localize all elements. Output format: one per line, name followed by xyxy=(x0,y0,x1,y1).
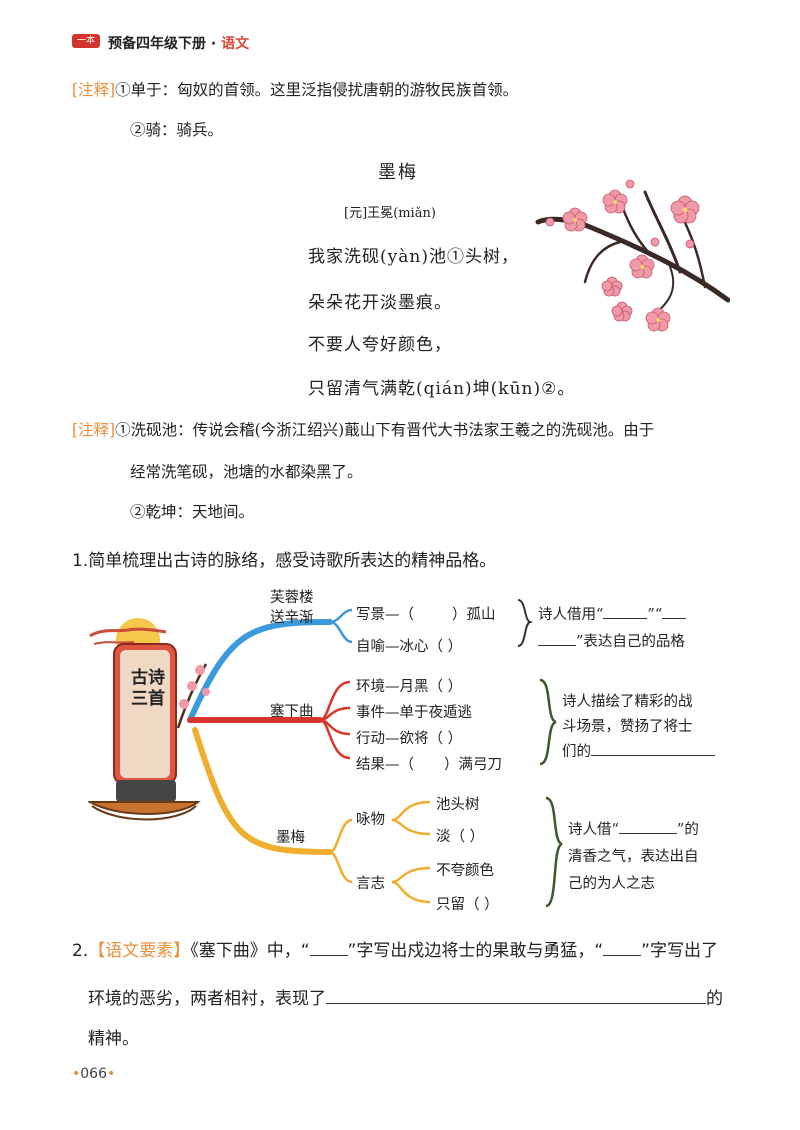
poem-line: 我家洗砚(yàn)池①头树， xyxy=(308,247,519,267)
answer-blank[interactable] xyxy=(309,941,348,956)
poem-title: 墨梅 xyxy=(378,162,418,183)
page-number-text: 066 xyxy=(80,1066,107,1082)
poem-author: [元]王冕(miǎn) xyxy=(344,206,436,221)
poem-line: 朵朵花开淡墨痕。 xyxy=(308,293,452,313)
comment-text: ”“ xyxy=(647,607,663,623)
plum-blossom-illustration xyxy=(535,179,730,332)
note-line: [注释]①单于：匈奴的首领。这里泛指侵扰唐朝的游牧民族首领。 xyxy=(72,78,518,100)
branch-sub: 咏物 xyxy=(356,812,385,828)
question-2: 2.【语文要素】《塞下曲》中，“ ”字写出戍边将士的果敢与勇猛，“ ”字写出了 xyxy=(72,936,718,961)
branch-leaf: 只留（ ） xyxy=(436,897,499,913)
leaf-text: 写景—（ xyxy=(356,607,414,623)
branch-comment: 诗人借“ ”的 xyxy=(568,818,699,839)
question-number: 2. xyxy=(72,941,89,961)
answer-blank[interactable] xyxy=(618,819,677,834)
page-number: •066• xyxy=(72,1066,115,1082)
branch-leaf: 自喻—冰心（ ） xyxy=(356,639,463,655)
branch-title: 墨梅 xyxy=(276,830,305,846)
branch-leaf: 不夸颜色 xyxy=(436,863,494,879)
scroll-illustration xyxy=(88,618,210,821)
branch-title: 塞下曲 xyxy=(270,704,314,720)
question-text: ”字写出戍边将士的果敢与勇猛，“ xyxy=(347,941,604,961)
branch-title: 芙蓉楼 xyxy=(270,590,314,606)
book-title: 预备四年级下册 xyxy=(108,36,206,52)
note-line: [注释]①洗砚池：传说会稽(今浙江绍兴)蕺山下有晋代大书法家王羲之的洗砚池。由于 xyxy=(72,418,654,440)
leaf-text: 结果—（ xyxy=(356,757,414,773)
poem-line: 只留清气满乾(qián)坤(kūn)②。 xyxy=(308,379,576,399)
leaf-text: ）满弓刀 xyxy=(444,757,502,773)
comment-text: 们的 xyxy=(562,744,591,760)
comment-text: ”表达自己的品格 xyxy=(576,634,685,650)
answer-blank[interactable] xyxy=(591,741,715,756)
note-line: ②乾坤：天地间。 xyxy=(130,503,255,521)
note-text: ①洗砚池：传说会稽(今浙江绍兴)蕺山下有晋代大书法家王羲之的洗砚池。由于 xyxy=(115,421,655,439)
answer-blank[interactable] xyxy=(603,941,642,956)
branch-comment: 们的 xyxy=(562,740,715,761)
header-badge: 一本 xyxy=(72,34,100,48)
question-tag: 【语文要素】 xyxy=(88,941,191,961)
answer-blank[interactable] xyxy=(603,604,648,619)
leaf-text: ）孤山 xyxy=(452,607,496,623)
branch-comment: 己的为人之志 xyxy=(568,876,655,892)
branch-leaf: 池头树 xyxy=(436,797,480,813)
branch-comment: 诗人描绘了精彩的战 xyxy=(562,694,693,710)
answer-blank[interactable] xyxy=(538,631,576,646)
note-tag: [注释] xyxy=(72,81,116,99)
branch-comment: 斗场景，赞扬了将士 xyxy=(562,719,693,735)
poem-line: 不要人夸好颜色， xyxy=(308,335,452,355)
branch-comment: 清香之气，表达出自 xyxy=(568,849,699,865)
note-text: ①单于：匈奴的首领。这里泛指侵扰唐朝的游牧民族首领。 xyxy=(115,81,519,99)
question-2-line2: 环境的恶劣，两者相衬，表现了 的 xyxy=(88,984,723,1009)
subject-label: 语文 xyxy=(221,36,250,52)
note-tag: [注释] xyxy=(72,421,116,439)
comment-text: 诗人借用“ xyxy=(538,607,604,623)
question-text: ”字写出了 xyxy=(641,941,718,961)
question-2-line3: 精神。 xyxy=(88,1029,139,1049)
question-1: 1.简单梳理出古诗的脉络，感受诗歌所表达的精神品格。 xyxy=(72,551,497,571)
dot-icon: • xyxy=(72,1066,81,1082)
answer-blank[interactable] xyxy=(326,989,706,1004)
comment-text: 诗人借“ xyxy=(568,822,619,838)
branch-comment: 诗人借用“ ”“ xyxy=(538,603,687,624)
note-line: 经常洗笔砚，池塘的水都染黑了。 xyxy=(130,463,363,481)
mindmap-center: 古诗三首 xyxy=(131,668,165,709)
branch-comment: ”表达自己的品格 xyxy=(538,630,685,651)
branch-leaf: 行动—欲将（ ） xyxy=(356,731,463,747)
answer-blank[interactable] xyxy=(662,604,687,619)
branch-sub: 言志 xyxy=(356,876,385,892)
branch-leaf: 环境—月黑（ ） xyxy=(356,679,463,695)
note-line: ②骑：骑兵。 xyxy=(130,121,224,139)
header-title: 预备四年级下册 · 语文 xyxy=(108,33,249,53)
branch-leaf: 事件—单于夜遁逃 xyxy=(356,705,472,721)
branch-leaf: 淡（ ） xyxy=(436,829,485,845)
dot-icon: • xyxy=(107,1066,116,1082)
question-text: 的 xyxy=(706,989,723,1009)
comment-text: ”的 xyxy=(676,822,699,838)
branch-leaf: 写景—（ ）孤山 xyxy=(356,603,496,624)
title-separator: · xyxy=(206,36,222,52)
question-text: 《塞下曲》中，“ xyxy=(190,941,310,961)
question-text: 环境的恶劣，两者相衬，表现了 xyxy=(88,989,326,1009)
branch-title: 送辛渐 xyxy=(270,610,314,626)
branch-leaf: 结果—（ ）满弓刀 xyxy=(356,753,502,774)
